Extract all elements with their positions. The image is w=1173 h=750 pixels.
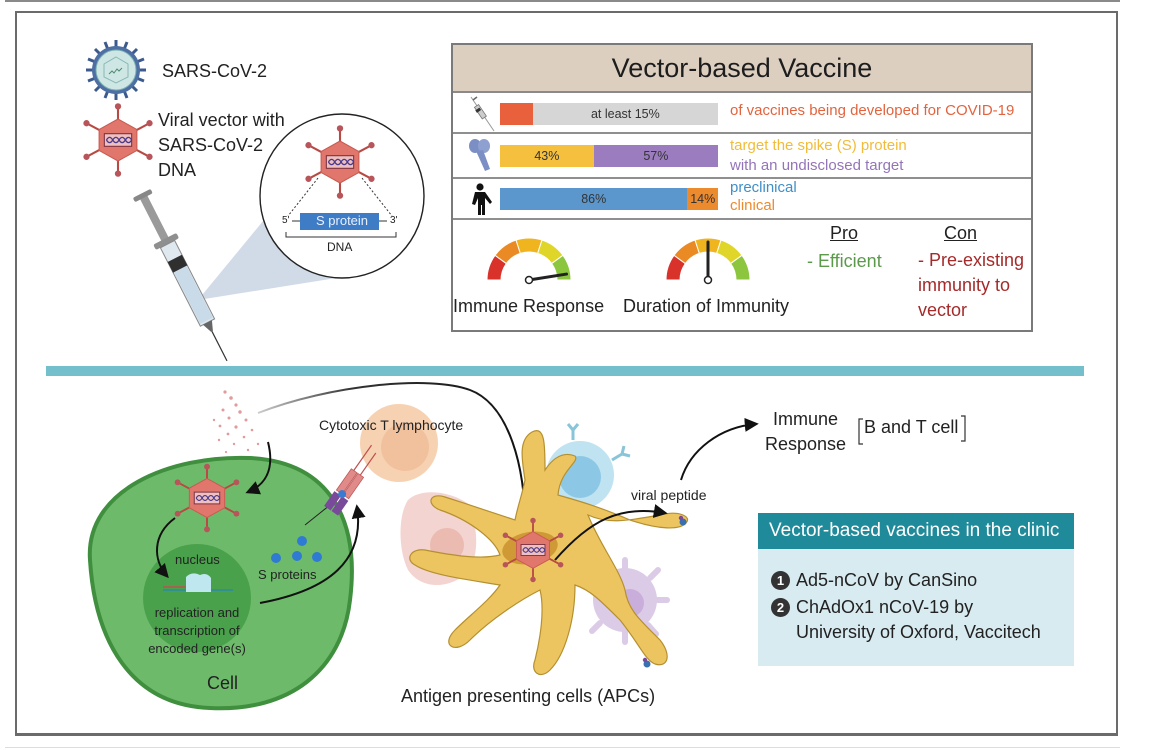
clinic-list-item: 2 ChAdOx1 nCoV-19 by University of Oxfor…: [771, 595, 1041, 645]
five-prime-label: 5': [282, 215, 290, 226]
arrow-to-receptor: [259, 504, 366, 604]
table-row-share: at least 15% of vaccines being developed…: [453, 93, 1031, 134]
syringe-icon: [133, 189, 228, 362]
syringe-icon: [470, 96, 495, 132]
clinic-item-line: University of Oxford, Vaccitech: [796, 622, 1041, 642]
arrow-to-nucleus: [154, 517, 176, 579]
bar-segment: at least 15%: [532, 103, 718, 125]
gauge-label: Immune Response: [453, 296, 605, 316]
three-prime-label: 3': [390, 215, 398, 226]
cell: [87, 455, 354, 711]
vector-label-line: DNA: [158, 160, 197, 180]
apc-label: Antigen presenting cells (APCs): [401, 686, 656, 706]
immune-response-label: Immune Response: [765, 407, 846, 457]
zoom-cone: [198, 215, 355, 300]
s-protein-gene: [300, 213, 379, 230]
clinic-list-item: 1 Ad5-nCoV by CanSino: [771, 570, 977, 591]
viral-vector-icon: [82, 102, 154, 178]
person-icon: [472, 183, 492, 215]
share-bar: at least 15%: [500, 103, 718, 125]
pro-heading: Pro: [830, 223, 859, 243]
clinic-vaccines-box: Vector-based vaccines in the clinic 1 Ad…: [758, 513, 1074, 666]
row-description: with an undisclosed target: [730, 157, 904, 174]
s-protein-label: S protein: [316, 213, 369, 228]
table-title: Vector-based Vaccine: [453, 45, 1031, 93]
row-description: clinical: [730, 197, 776, 214]
gauge-segment: [729, 254, 751, 281]
arrow-to-immune-response: [680, 417, 759, 481]
pro-item: - Efficient: [807, 251, 882, 271]
number-badge: 2: [771, 598, 790, 617]
immune-response-gauge: [486, 237, 572, 285]
top-border-line: [5, 0, 1120, 2]
bar-segment: [500, 103, 533, 125]
s-proteins-label: S proteins: [258, 567, 317, 582]
gauges-and-pros-cons: Immune Response Duration of Immunity Pro…: [453, 220, 1031, 330]
viral-peptide-label: viral peptide: [631, 487, 707, 503]
dna-label: DNA: [327, 240, 353, 254]
gauge-needle: [527, 272, 569, 282]
clinic-item-line: ChAdOx1 nCoV-19 by: [796, 597, 974, 617]
vector-label-line: SARS-CoV-2: [158, 135, 264, 155]
vaccine-summary-table: Vector-based Vaccine at least 15% of vac…: [451, 43, 1033, 332]
cell-label: Cell: [207, 673, 239, 693]
section-divider: [46, 366, 1084, 376]
gauge-pivot: [703, 275, 713, 285]
immune-response-line: Immune: [773, 409, 839, 429]
gauge-label: Duration of Immunity: [623, 296, 790, 316]
arrow-to-apc: [257, 382, 532, 525]
immune-response-line: Response: [765, 434, 847, 454]
bar-segment: 86%: [500, 188, 688, 210]
clinic-item-text: ChAdOx1 nCoV-19 by University of Oxford,…: [796, 595, 1041, 645]
cytotoxic-t-lymphocyte: [324, 404, 438, 516]
nucleus-text-line: encoded gene(s): [148, 641, 246, 656]
arrow-to-viral-peptide: [554, 504, 668, 561]
row-description: target the spike (S) protein: [730, 137, 907, 154]
vaccine-spray: [212, 390, 260, 454]
vector-label-line: Viral vector with: [158, 110, 285, 130]
nucleus-text-line: replication and: [154, 605, 240, 620]
row-description: preclinical: [730, 179, 797, 196]
bar-segment: 14%: [687, 188, 718, 210]
bar-segment: 57%: [593, 145, 718, 167]
stage-bar: 86% 14%: [500, 188, 718, 210]
table-row-target: 43% 57% target the spike (S) protein wit…: [453, 134, 1031, 179]
bottom-border-line: [5, 747, 1120, 748]
con-line: - Pre-existing: [918, 250, 1025, 270]
con-line: immunity to: [918, 275, 1011, 295]
spike-protein-icon: [469, 139, 490, 171]
bar-segment: 43%: [500, 145, 594, 167]
sars-cov-2-virus-icon: [86, 40, 146, 100]
con-line: vector: [918, 300, 968, 320]
nucleus-label: nucleus: [175, 552, 220, 567]
nucleus-text: replication and transcription of encoded…: [140, 604, 254, 658]
arrow-into-cell: [245, 441, 272, 495]
b-and-t-cell-label: B and T cell: [864, 417, 959, 437]
inset-magnifier: [259, 113, 425, 279]
duration-of-immunity-gauge: [665, 237, 751, 285]
s-protein-dots: [271, 536, 322, 563]
table-row-stage: 86% 14% preclinical clinical: [453, 179, 1031, 220]
gauge-pivot: [524, 275, 534, 285]
row-description: of vaccines being developed for COVID-19: [730, 102, 1015, 119]
target-bar: 43% 57%: [500, 145, 718, 167]
con-heading: Con: [944, 223, 978, 243]
clinic-item-text: Ad5-nCoV by CanSino: [796, 570, 978, 590]
vector-label: Viral vector with SARS-CoV-2 DNA: [158, 108, 285, 183]
bracket-left: [858, 418, 863, 445]
pointer-line: [304, 504, 331, 526]
virus-label: SARS-CoV-2: [162, 61, 268, 81]
ctl-label: Cytotoxic T lymphocyte: [319, 417, 464, 433]
clinic-box-title: Vector-based vaccines in the clinic: [758, 513, 1074, 549]
nucleus-text-line: transcription of: [154, 623, 240, 638]
bracket-right: [961, 415, 966, 442]
con-item: - Pre-existing immunity to vector: [918, 248, 1024, 323]
number-badge: 1: [771, 571, 790, 590]
